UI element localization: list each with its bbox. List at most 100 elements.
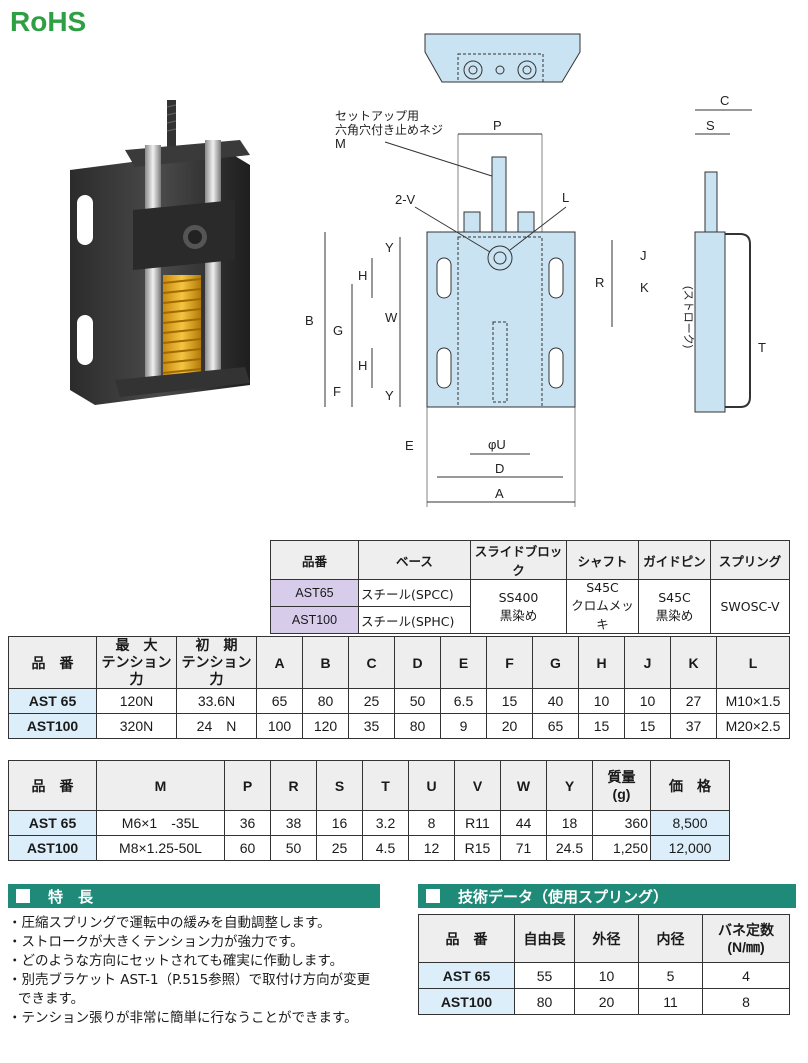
mat-model-ast65: AST65 — [270, 579, 359, 607]
label-y-bottom: Y — [385, 388, 394, 403]
spec2-t: 4.5 — [362, 835, 409, 861]
spec2-y: 18 — [546, 810, 593, 836]
spec1-header-c: C — [348, 636, 395, 689]
spec2-m: M8×1.25-50L — [96, 835, 225, 861]
product-photo — [70, 100, 250, 405]
label-h-top: H — [358, 268, 367, 283]
spec2-header-mass: 質量(g) — [592, 760, 651, 811]
spec1-header-b: B — [302, 636, 349, 689]
mat-header-model: 品番 — [270, 540, 359, 580]
spec1-j: 15 — [624, 713, 671, 739]
label-p: P — [493, 118, 502, 133]
spec2-t: 3.2 — [362, 810, 409, 836]
square-icon — [16, 889, 30, 903]
tech-rate: 8 — [702, 988, 790, 1015]
spec2-header-price: 価 格 — [650, 760, 730, 811]
tech-header-od: 外径 — [574, 914, 639, 963]
spec1-header-k: K — [670, 636, 717, 689]
features-title-bar: 特 長 — [8, 884, 380, 908]
table-row: AST100 320N 24 N 100 120 35 80 9 20 65 1… — [8, 713, 790, 739]
spec1-e: 9 — [440, 713, 487, 739]
spec2-u: 12 — [408, 835, 455, 861]
list-item: ・テンション張りが非常に簡単に行なうことができます。 — [8, 1010, 358, 1026]
tech-rate: 4 — [702, 962, 790, 989]
spec1-h: 15 — [578, 713, 625, 739]
note-line2: 六角穴付き止めネジ — [335, 122, 443, 137]
label-g: G — [333, 323, 343, 338]
spec2-m: M6×1 -35L — [96, 810, 225, 836]
spec2-header-s: S — [316, 760, 363, 811]
label-k: K — [640, 280, 649, 295]
spec1-d: 50 — [394, 688, 441, 714]
tech-model: AST100 — [418, 988, 515, 1015]
spec1-header-max: 最 大テンション力 — [96, 636, 177, 689]
spec1-k: 37 — [670, 713, 717, 739]
spec1-a: 100 — [256, 713, 303, 739]
tech-od: 20 — [574, 988, 639, 1015]
tech-title-bar: 技術データ（使用スプリング） — [418, 884, 796, 908]
spec1-d: 80 — [394, 713, 441, 739]
spec2-header-v: V — [454, 760, 501, 811]
spec2-p: 60 — [224, 835, 271, 861]
spec2-mass: 1,250 — [592, 835, 651, 861]
mat-model-ast100: AST100 — [270, 606, 359, 634]
spec2-header-p: P — [224, 760, 271, 811]
spec2-model: AST 65 — [8, 810, 97, 836]
mat-header-slide: スライドブロック — [470, 540, 567, 580]
spec2-s: 25 — [316, 835, 363, 861]
label-y-top: Y — [385, 240, 394, 255]
spec2-p: 36 — [224, 810, 271, 836]
spec1-init: 33.6N — [176, 688, 257, 714]
spec1-max: 120N — [96, 688, 177, 714]
tech-header-model: 品 番 — [418, 914, 515, 963]
spec1-g: 40 — [532, 688, 579, 714]
features-section: 特 長 ・圧縮スプリングで運転中の緩みを自動調整します。 ・ストロークが大きくテ… — [8, 884, 380, 1028]
spec2-header-m: M — [96, 760, 225, 811]
spec2-header-u: U — [408, 760, 455, 811]
label-t: T — [758, 340, 766, 355]
tech-header-free: 自由長 — [514, 914, 575, 963]
spec2-price: 8,500 — [650, 810, 730, 836]
spec-table-1: 品 番 最 大テンション力 初 期テンション力 A B C D E F G H … — [8, 636, 790, 739]
spec1-e: 6.5 — [440, 688, 487, 714]
mat-spring: SWOSC-V — [710, 579, 790, 634]
spec2-header-r: R — [270, 760, 317, 811]
tech-header-id: 内径 — [638, 914, 703, 963]
tech-model: AST 65 — [418, 962, 515, 989]
spec2-r: 50 — [270, 835, 317, 861]
mat-header-spring: スプリング — [710, 540, 790, 580]
features-title: 特 長 — [48, 887, 94, 906]
spec2-w: 44 — [500, 810, 547, 836]
spec2-header-t: T — [362, 760, 409, 811]
label-c: C — [720, 93, 729, 108]
tech-free: 55 — [514, 962, 575, 989]
list-item: ・ストロークが大きくテンション力が強力です。 — [8, 934, 304, 950]
label-2v: 2-V — [395, 192, 416, 207]
table-row: AST100 80 20 11 8 — [418, 988, 790, 1015]
spec2-header-model: 品 番 — [8, 760, 97, 811]
mat-header-shaft: シャフト — [566, 540, 639, 580]
spec1-f: 20 — [486, 713, 533, 739]
spec1-a: 65 — [256, 688, 303, 714]
spec2-header-y: Y — [546, 760, 593, 811]
list-item: ・圧縮スプリングで運転中の緩みを自動調整します。 — [8, 915, 331, 931]
spec1-header-e: E — [440, 636, 487, 689]
spec1-header-init: 初 期テンション力 — [176, 636, 257, 689]
label-w: W — [385, 310, 398, 325]
spec1-header-g: G — [532, 636, 579, 689]
spec1-header-h: H — [578, 636, 625, 689]
spec1-max: 320N — [96, 713, 177, 739]
spec2-header-w: W — [500, 760, 547, 811]
spec2-s: 16 — [316, 810, 363, 836]
tech-od: 10 — [574, 962, 639, 989]
spec1-header-j: J — [624, 636, 671, 689]
list-item: ・別売ブラケット AST-1（P.515参照）で取付け方向が変更できます。 — [8, 972, 371, 1007]
table-row: AST100 M8×1.25-50L 60 50 25 4.5 12 R15 7… — [8, 835, 730, 861]
spec1-init: 24 N — [176, 713, 257, 739]
note-line3: M — [335, 136, 346, 151]
spec2-y: 24.5 — [546, 835, 593, 861]
spec2-u: 8 — [408, 810, 455, 836]
table-row: AST 65 120N 33.6N 65 80 25 50 6.5 15 40 … — [8, 688, 790, 714]
